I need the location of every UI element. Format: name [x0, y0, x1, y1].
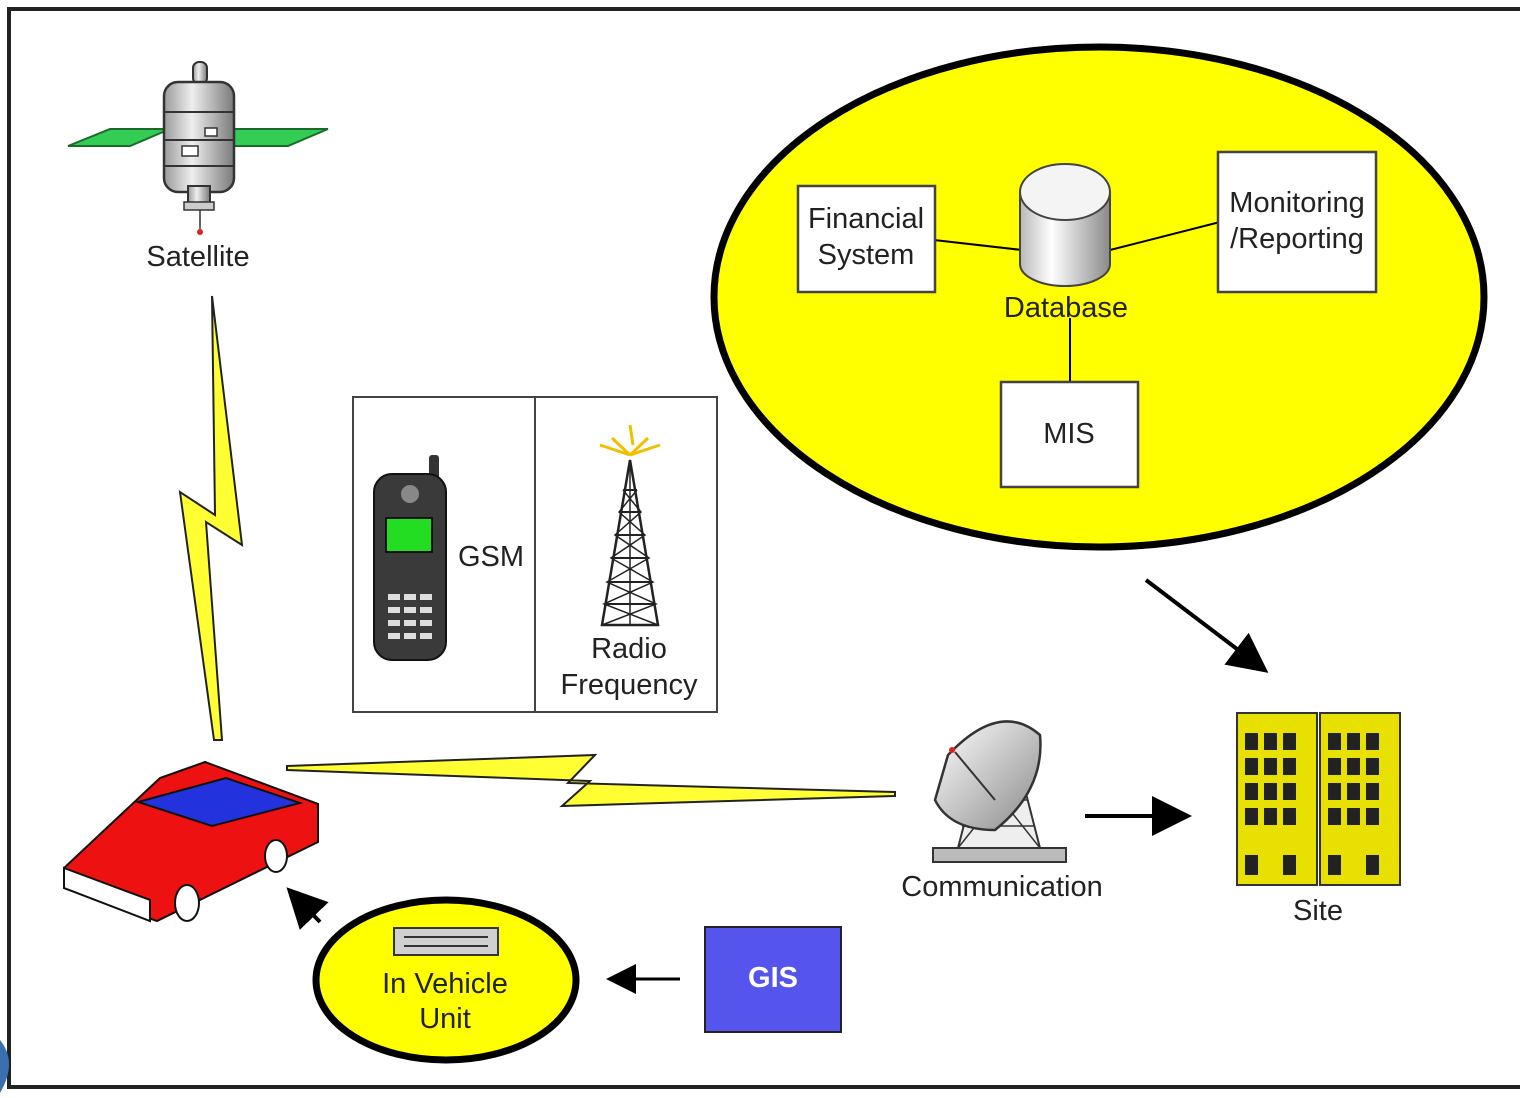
- mis-label: MIS: [1043, 418, 1095, 450]
- corner-decoration: [0, 1040, 9, 1093]
- satellite-dish-icon: [932, 720, 1067, 863]
- site-buildings-icon: [1236, 712, 1401, 886]
- radio-frequency-label-line1: Radio: [591, 633, 667, 665]
- vehicle-unit-device-icon: [393, 927, 499, 956]
- mobile-phone-icon: [373, 455, 447, 661]
- in-vehicle-unit-ellipse: [312, 896, 580, 1064]
- in-vehicle-unit-label-line2: Unit: [419, 1003, 471, 1035]
- financial-system-label-line2: System: [818, 239, 915, 271]
- radio-frequency-label-line2: Frequency: [560, 669, 698, 701]
- in-vehicle-unit-label-line1: In Vehicle: [382, 968, 508, 1000]
- database-cylinder-icon: [1019, 163, 1111, 287]
- financial-system-box: [796, 184, 937, 294]
- connector-database-monitoring: [1109, 221, 1221, 251]
- monitoring-reporting-box: [1216, 150, 1378, 294]
- radio-tower-icon: [599, 424, 661, 627]
- car-icon: [63, 760, 319, 923]
- connector-financial-database: [933, 239, 1023, 251]
- gis-box: [704, 926, 842, 1033]
- monitoring-label-line1: Monitoring: [1229, 187, 1364, 219]
- satellite-label: Satellite: [146, 241, 249, 273]
- site-label: Site: [1293, 895, 1343, 927]
- satellite-link-lightning: [178, 295, 244, 741]
- arrow-ivu-to-car: [286, 887, 329, 930]
- satellite-icon: [67, 61, 329, 235]
- gsm-label: GSM: [458, 541, 524, 573]
- vehicle-link-lightning: [286, 753, 896, 808]
- database-label: Database: [1004, 292, 1128, 324]
- communication-label: Communication: [901, 871, 1102, 903]
- financial-system-label-line1: Financial: [808, 203, 924, 235]
- monitoring-label-line2: /Reporting: [1230, 223, 1364, 255]
- mis-box: [999, 380, 1140, 489]
- arrow-backoffice-to-site: [1144, 578, 1269, 673]
- gis-label: GIS: [748, 962, 798, 994]
